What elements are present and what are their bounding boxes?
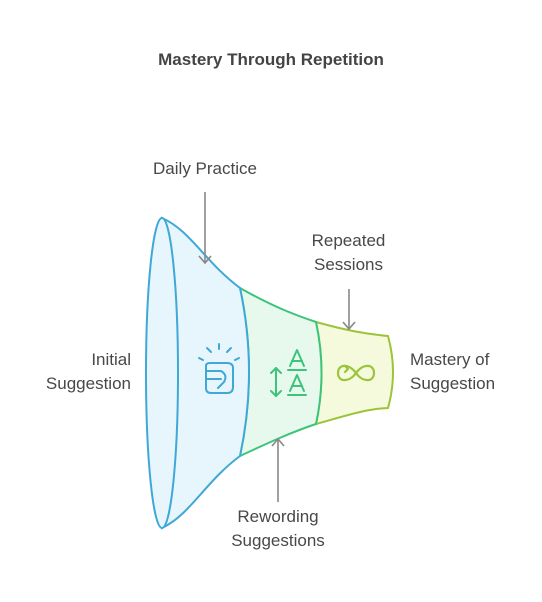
label-rewording-suggestions: Rewording Suggestions — [208, 505, 348, 553]
label-daily-line1: Daily Practice — [153, 159, 257, 178]
label-repeated-line2: Sessions — [314, 255, 383, 274]
text-size-icon — [270, 349, 307, 397]
label-rewording-line1: Rewording — [237, 507, 319, 526]
arrow-daily-practice — [198, 192, 212, 265]
label-repeated-sessions: Repeated Sessions — [286, 229, 411, 277]
label-repeated-line1: Repeated — [311, 231, 386, 250]
label-mastery-of-suggestion: Mastery of Suggestion — [410, 348, 535, 396]
funnel-mouth — [145, 217, 179, 529]
label-mastery-line1: Mastery of — [410, 350, 490, 369]
label-daily-practice: Daily Practice — [105, 157, 305, 181]
label-mastery-line2: Suggestion — [410, 374, 496, 393]
infinity-icon — [336, 364, 376, 382]
label-rewording-line2: Suggestions — [231, 531, 325, 550]
arrow-rewording-suggestions — [271, 437, 285, 502]
stage-mastery-segment — [314, 320, 394, 426]
arrow-repeated-sessions — [342, 289, 356, 331]
fist-icon — [198, 343, 240, 394]
label-initial-line2: Suggestion — [45, 374, 131, 393]
label-initial-suggestion: Initial Suggestion — [0, 348, 131, 396]
diagram-title: Mastery Through Repetition — [158, 50, 384, 69]
label-initial-line1: Initial — [91, 350, 131, 369]
